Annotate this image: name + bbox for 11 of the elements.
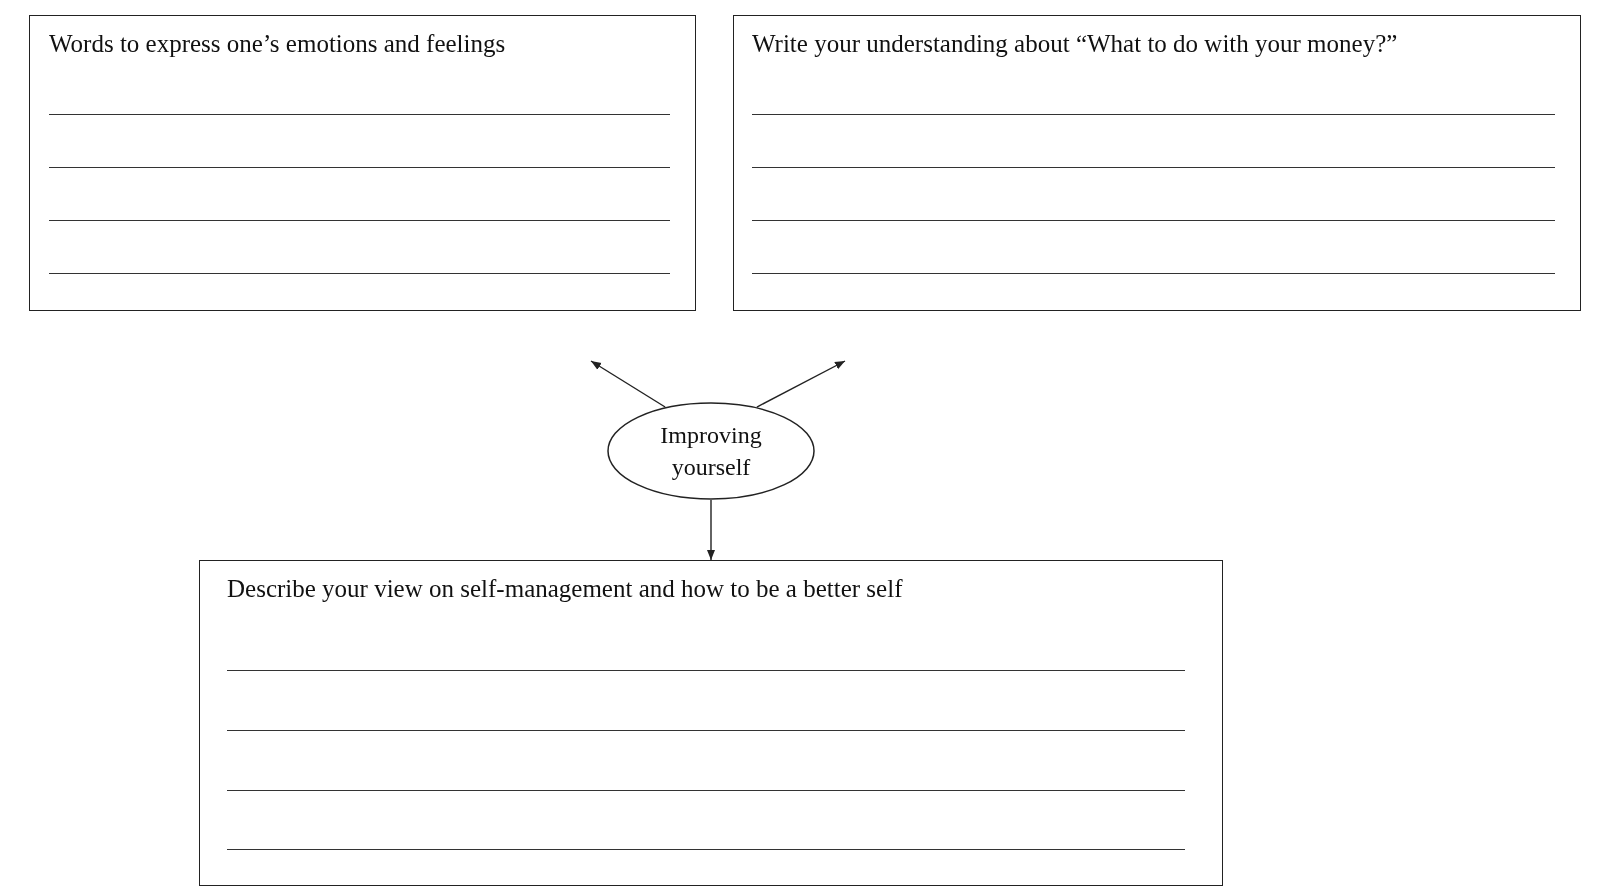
topic-text: Improving yourself (659, 421, 763, 482)
arrow (756, 360, 846, 408)
writing-box (733, 15, 1581, 311)
arrow (707, 499, 715, 561)
prompt-text: Write your understanding about “What to do with your money?” (752, 30, 1398, 58)
prompt-text: Describe your view on self-management and how to be a better self (227, 575, 903, 603)
arrow (590, 360, 666, 408)
prompt-text: Words to express one’s emotions and feelings (49, 30, 506, 58)
writing-box (29, 15, 696, 311)
topic-ellipse (607, 402, 815, 500)
writing-box (199, 560, 1223, 886)
